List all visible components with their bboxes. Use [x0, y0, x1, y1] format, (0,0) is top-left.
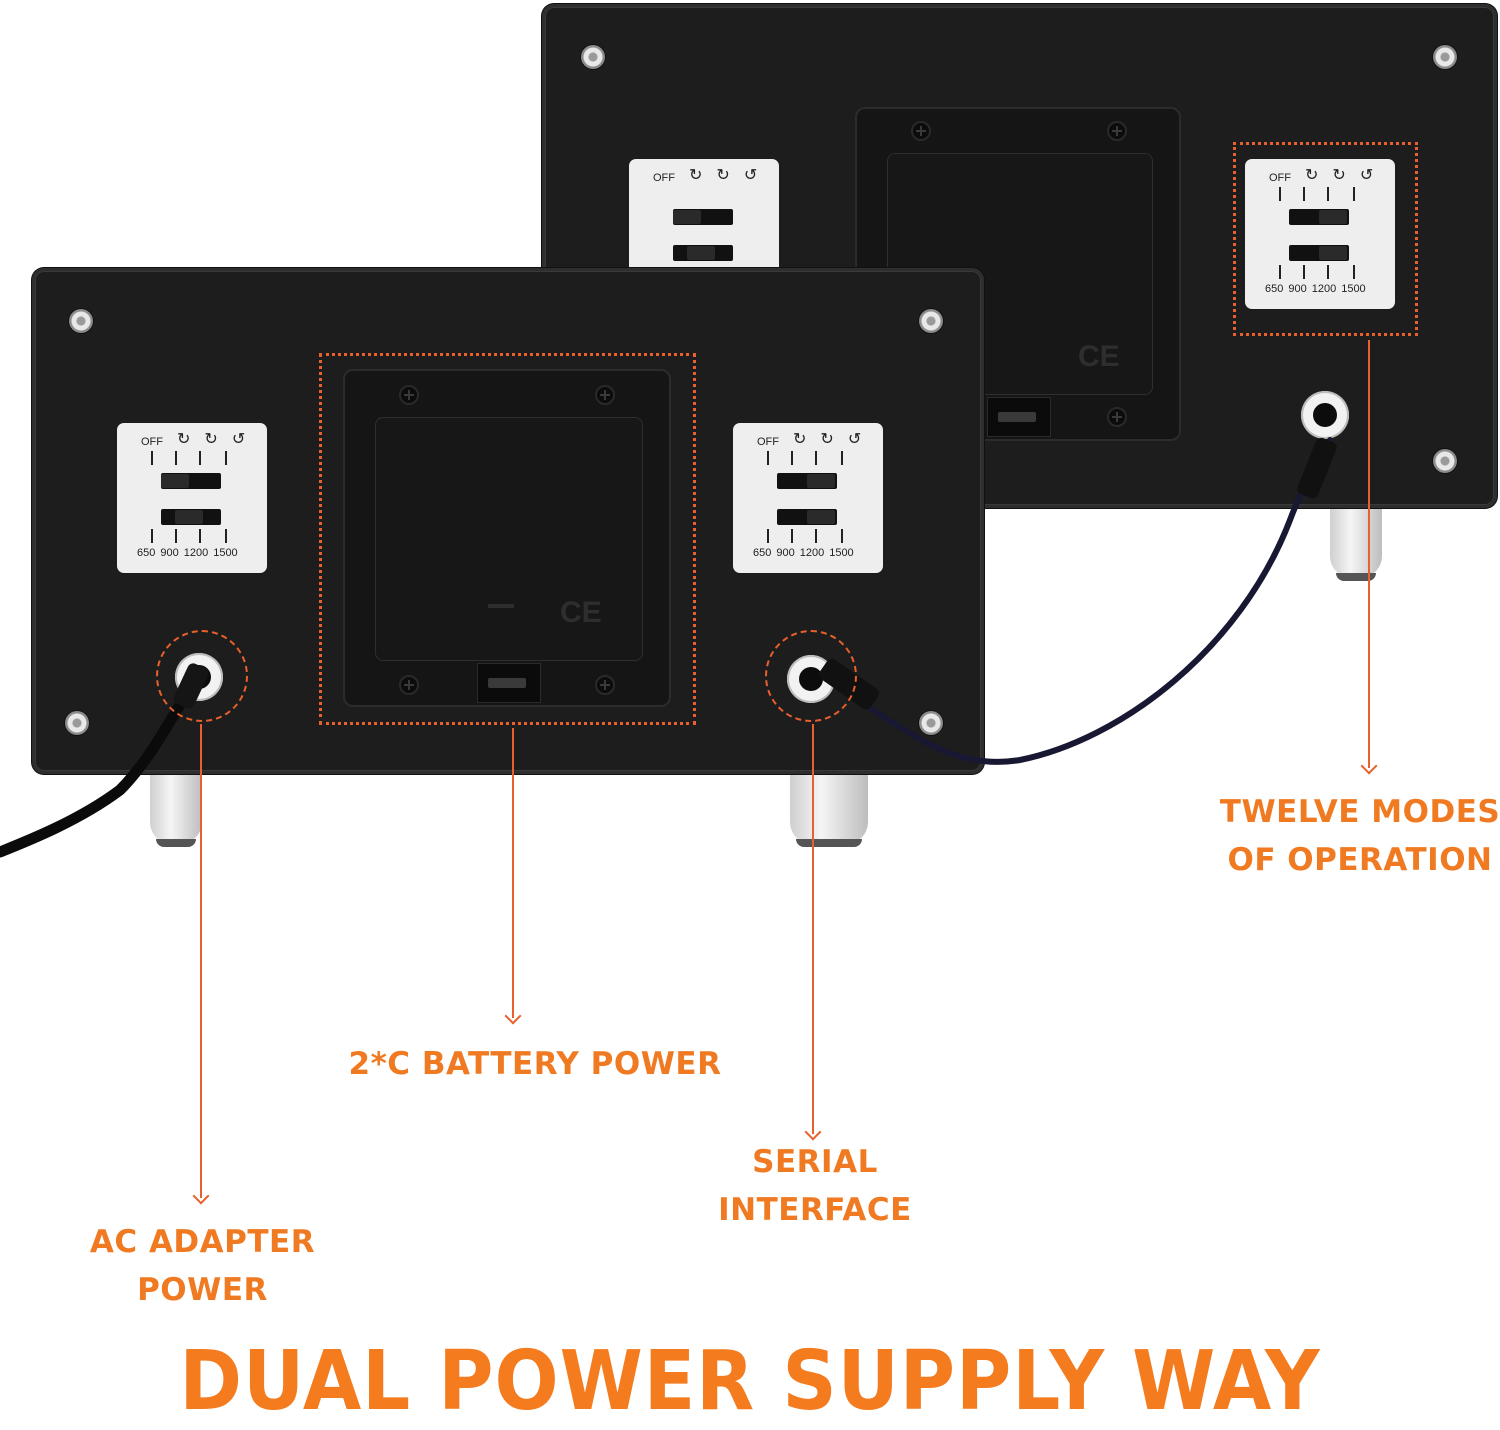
rotate-icon: ↻ — [820, 431, 834, 448]
modes-callout-line — [1368, 340, 1370, 768]
speed-label: 650 — [137, 547, 156, 559]
ac-callout-line — [200, 724, 202, 1198]
rotate-reverse-icon: ↺ — [1359, 167, 1374, 184]
off-label: OFF — [653, 172, 675, 184]
speed-label: 650 — [1265, 283, 1284, 295]
screw-icon — [69, 309, 93, 333]
rotate-icon: ↻ — [716, 167, 730, 184]
callout-ac-adapter: AC ADAPTER POWER — [89, 1224, 316, 1308]
speed-label: 900 — [776, 547, 795, 559]
arrow-down-icon — [504, 1007, 522, 1025]
mode-slider[interactable] — [673, 209, 733, 225]
phillips-screw-icon — [399, 675, 419, 695]
battery-latch[interactable] — [987, 397, 1051, 437]
screw-icon — [919, 309, 943, 333]
speed-label: 1200 — [799, 547, 825, 559]
speed-label: 900 — [1288, 283, 1307, 295]
rotate-icon: ↻ — [793, 431, 807, 448]
back-device-leg — [1330, 506, 1382, 581]
arrow-down-icon — [1360, 757, 1378, 775]
phillips-screw-icon — [1107, 121, 1127, 141]
front-switch-panel-left: OFF ↻ ↻ ↺ 650 900 1200 1500 — [117, 423, 267, 573]
rotate-icon: ↻ — [177, 431, 191, 448]
off-label: OFF — [757, 436, 779, 448]
screw-icon — [919, 711, 943, 735]
back-switch-panel-right: OFF ↻ ↻ ↺ 650 900 1200 1500 — [1245, 159, 1395, 309]
speed-slider[interactable] — [673, 245, 733, 261]
mode-slider[interactable] — [777, 473, 837, 489]
speed-label: 1200 — [183, 547, 209, 559]
mode-slider[interactable] — [161, 473, 221, 489]
front-device-leg-right — [790, 772, 868, 847]
speed-label: 1500 — [1341, 283, 1366, 295]
modes-highlight-box — [1233, 142, 1418, 336]
screw-icon — [1433, 449, 1457, 473]
speed-label: 1500 — [829, 547, 854, 559]
disposal-icon — [488, 568, 514, 608]
phillips-screw-icon — [911, 121, 931, 141]
speed-slider[interactable] — [777, 509, 837, 525]
callout-serial-interface: SERIAL INTERFACE — [718, 1144, 912, 1228]
front-switch-panel-right: OFF ↻ ↻ ↺ 650 900 1200 1500 — [733, 423, 883, 573]
off-label: OFF — [141, 436, 163, 448]
front-battery-bay: CE — [343, 369, 671, 707]
speed-slider[interactable] — [1289, 245, 1349, 261]
battery-highlight-box — [319, 353, 696, 725]
rotate-icon: ↻ — [204, 431, 218, 448]
rotate-reverse-icon: ↺ — [743, 167, 758, 184]
serial-callout-line — [812, 724, 814, 1134]
rotate-icon: ↻ — [1332, 167, 1346, 184]
headline: DUAL POWER SUPPLY WAY — [179, 1334, 1321, 1429]
rotate-icon: ↻ — [1305, 167, 1319, 184]
battery-lid[interactable]: CE — [375, 417, 643, 661]
ac-jack-highlight — [156, 630, 248, 722]
serial-jack-highlight — [765, 630, 857, 722]
rotate-reverse-icon: ↺ — [847, 431, 862, 448]
phillips-screw-icon — [1107, 407, 1127, 427]
mode-slider[interactable] — [1289, 209, 1349, 225]
back-power-jack[interactable] — [1301, 391, 1349, 439]
phillips-screw-icon — [595, 675, 615, 695]
rotate-icon: ↻ — [689, 167, 703, 184]
callout-battery-power: 2*C BATTERY POWER — [348, 1046, 722, 1082]
rotate-reverse-icon: ↺ — [231, 431, 246, 448]
callout-twelve-modes: TWELVE MODES OF OPERATION — [1219, 794, 1500, 878]
battery-latch[interactable] — [477, 663, 541, 703]
phillips-screw-icon — [595, 385, 615, 405]
front-device: OFF ↻ ↻ ↺ 650 900 1200 1500 CE OFF ↻ — [32, 268, 984, 774]
speed-label: 900 — [160, 547, 179, 559]
off-label: OFF — [1269, 172, 1291, 184]
ce-mark: CE — [1078, 340, 1120, 373]
battery-callout-line — [512, 728, 514, 1018]
speed-slider[interactable] — [161, 509, 221, 525]
speed-label: 650 — [753, 547, 772, 559]
screw-icon — [65, 711, 89, 735]
speed-label: 1200 — [1311, 283, 1337, 295]
speed-label: 1500 — [213, 547, 238, 559]
screw-icon — [581, 45, 605, 69]
arrow-down-icon — [192, 1187, 210, 1205]
screw-icon — [1433, 45, 1457, 69]
ce-mark: CE — [560, 596, 602, 629]
front-device-leg-left — [150, 772, 202, 847]
phillips-screw-icon — [399, 385, 419, 405]
